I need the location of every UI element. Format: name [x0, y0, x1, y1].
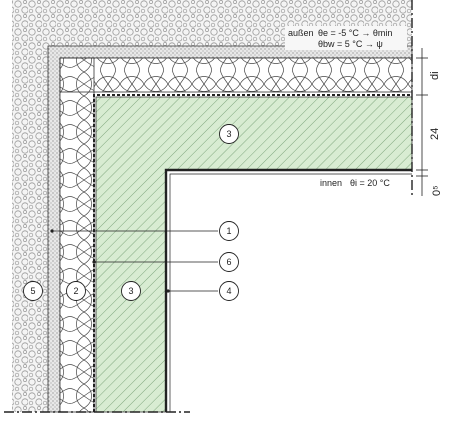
outside-theta-e: θe = -5 °C → θmin — [318, 28, 392, 38]
callout-4: 4 — [219, 281, 239, 301]
svg-text:4: 4 — [226, 286, 231, 296]
svg-text:6: 6 — [226, 257, 231, 267]
insulation-left — [60, 58, 94, 412]
dimension-chain: di 24 0⁵ — [416, 48, 443, 196]
inner-room — [171, 175, 412, 412]
inside-label: innen — [320, 178, 342, 188]
callout-1: 1 — [219, 221, 239, 241]
callout-6: 6 — [219, 252, 239, 272]
waterproofing-layer — [93, 94, 412, 412]
dim-di: di — [429, 71, 441, 80]
outside-theta-bw: θbw = 5 °C → ψ — [318, 39, 383, 49]
inside-temp: θi = 20 °C — [350, 178, 390, 188]
svg-text:1: 1 — [226, 226, 231, 236]
callout-2: 2 — [66, 281, 86, 301]
callout-5: 5 — [23, 281, 43, 301]
svg-text:5: 5 — [30, 286, 35, 296]
dim-24: 24 — [429, 128, 441, 140]
callout-3-top: 3 — [219, 124, 239, 144]
callout-3-left: 3 — [121, 281, 141, 301]
dim-05: 0⁵ — [431, 185, 443, 196]
inner-plaster — [164, 168, 412, 412]
svg-text:3: 3 — [226, 129, 231, 139]
svg-text:2: 2 — [73, 286, 78, 296]
svg-text:3: 3 — [128, 286, 133, 296]
outside-label: außen — [288, 28, 314, 38]
insulation-top — [60, 58, 412, 92]
